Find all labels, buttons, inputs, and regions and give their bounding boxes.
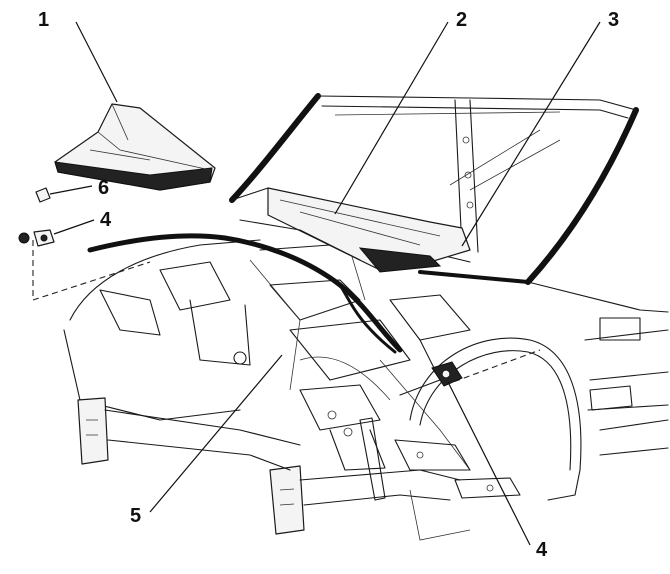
callout-3: 3 bbox=[608, 9, 619, 31]
front-bracket-center bbox=[269, 465, 305, 535]
clip-part-6 bbox=[35, 187, 51, 203]
leader-5 bbox=[149, 354, 283, 513]
callout-4-left: 4 bbox=[100, 209, 112, 231]
callout-labels: 1 2 3 6 4 5 4 bbox=[38, 9, 619, 561]
leader-1 bbox=[75, 21, 118, 103]
leader-4-left bbox=[53, 219, 95, 235]
vehicle-body-drawing bbox=[32, 93, 669, 541]
leader-lines bbox=[49, 21, 601, 546]
leader-2 bbox=[334, 21, 449, 215]
leader-3 bbox=[461, 21, 601, 247]
callout-6: 6 bbox=[98, 177, 109, 199]
callout-5: 5 bbox=[130, 505, 141, 527]
plenum-cover-part bbox=[54, 103, 216, 191]
callout-2: 2 bbox=[456, 9, 467, 31]
assembly-line-left bbox=[32, 261, 151, 301]
hose-part bbox=[87, 233, 403, 354]
plenum-tray-part bbox=[231, 187, 471, 273]
leader-4-right bbox=[447, 381, 531, 546]
seal-strip-part bbox=[418, 270, 530, 284]
callout-4-right: 4 bbox=[536, 539, 548, 561]
nozzle-part-4-right bbox=[431, 361, 463, 387]
assembly-line-right bbox=[444, 349, 541, 386]
leader-6 bbox=[49, 185, 93, 195]
front-bracket-left bbox=[77, 397, 109, 465]
nozzle-part-4-left bbox=[18, 229, 55, 247]
windshield-seal-left bbox=[229, 93, 321, 203]
callout-1: 1 bbox=[38, 9, 49, 31]
windshield-seal-right bbox=[525, 107, 639, 285]
